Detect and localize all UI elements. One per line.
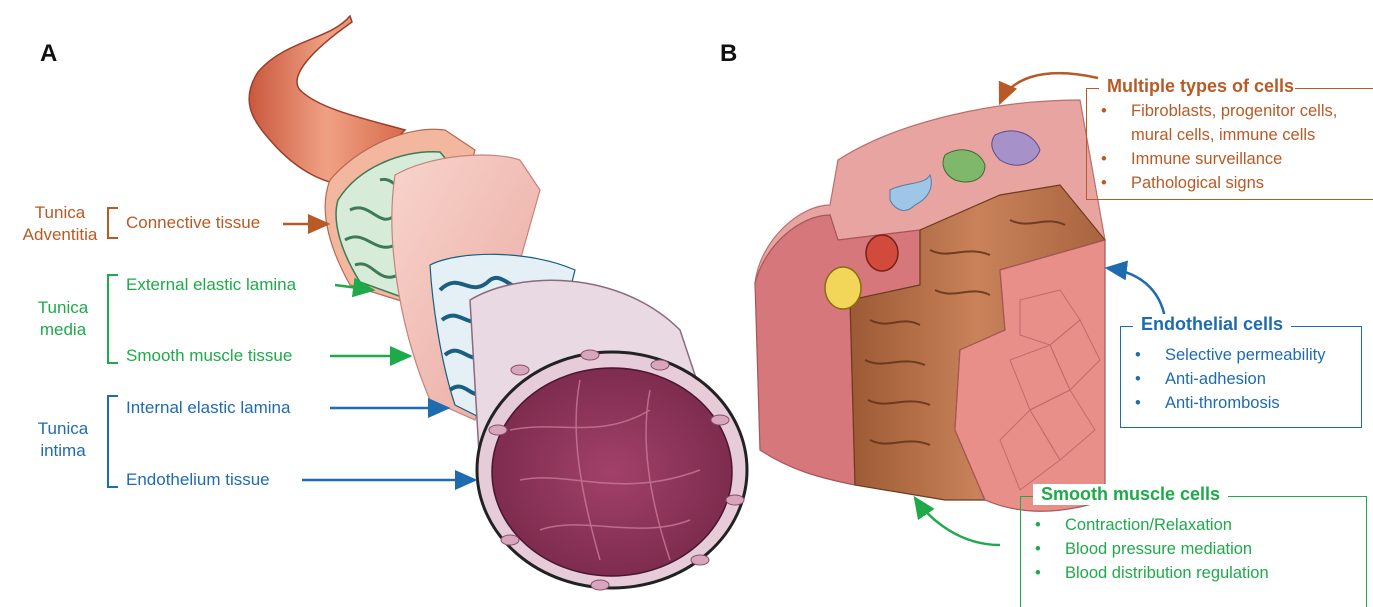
list-item: •Blood distribution regulation xyxy=(1021,561,1269,585)
arrow-multiple-cells xyxy=(1000,73,1098,103)
yellow-cell-section xyxy=(825,267,861,309)
list-item: •Immune surveillance xyxy=(1087,147,1337,171)
panel-a-letter: A xyxy=(40,40,57,68)
panel-b-letter: B xyxy=(720,40,737,68)
box-multiple-cell-types-title: Multiple types of cells xyxy=(1099,76,1302,97)
tissue-block-illustration xyxy=(755,100,1105,511)
box-smooth-muscle-cells-title: Smooth muscle cells xyxy=(1033,484,1228,505)
list-item: mural cells, immune cells xyxy=(1087,123,1337,147)
bracket-intima xyxy=(108,396,118,487)
bracket-adventitia xyxy=(108,208,118,238)
red-cell-section xyxy=(866,235,898,271)
label-external-elastic-lamina: External elastic lamina xyxy=(126,275,296,295)
list-item: •Anti-adhesion xyxy=(1121,367,1326,391)
box-endothelial-cells: Endothelial cells •Selective permeabilit… xyxy=(1120,326,1362,428)
layer-intima: Tunica intima xyxy=(28,418,98,462)
label-endothelium-tissue: Endothelium tissue xyxy=(126,470,270,490)
layer-media-line2: media xyxy=(28,319,98,341)
list-item: •Selective permeability xyxy=(1121,343,1326,367)
box-smooth-muscle-cells-list: •Contraction/Relaxation •Blood pressure … xyxy=(1021,513,1269,585)
list-item: •Contraction/Relaxation xyxy=(1021,513,1269,537)
layer-adventitia: Tunica Adventitia xyxy=(18,202,102,246)
list-item: •Pathological signs xyxy=(1087,171,1337,195)
label-smooth-muscle-tissue: Smooth muscle tissue xyxy=(126,346,292,366)
arrow-smooth-muscle xyxy=(915,498,1000,545)
box-endothelial-cells-list: •Selective permeability •Anti-adhesion •… xyxy=(1121,343,1326,415)
layer-intima-line1: Tunica xyxy=(28,418,98,440)
arrow-endothelial xyxy=(1107,268,1165,318)
label-connective-tissue: Connective tissue xyxy=(126,213,260,233)
box-multiple-cell-types-topline xyxy=(1295,88,1355,89)
vessel-illustration xyxy=(249,16,747,590)
list-item: •Anti-thrombosis xyxy=(1121,391,1326,415)
box-endothelial-cells-title: Endothelial cells xyxy=(1133,314,1291,335)
label-internal-elastic-lamina: Internal elastic lamina xyxy=(126,398,290,418)
layer-adventitia-line2: Adventitia xyxy=(18,224,102,246)
layer-intima-line2: intima xyxy=(28,440,98,462)
list-item: •Fibroblasts, progenitor cells, xyxy=(1087,99,1337,123)
layer-adventitia-line1: Tunica xyxy=(18,202,102,224)
box-multiple-cell-types-list: •Fibroblasts, progenitor cells, mural ce… xyxy=(1087,99,1337,195)
list-item: •Blood pressure mediation xyxy=(1021,537,1269,561)
bracket-media xyxy=(108,275,118,363)
layer-media-line1: Tunica xyxy=(28,297,98,319)
layer-media: Tunica media xyxy=(28,297,98,341)
box-smooth-muscle-cells: Smooth muscle cells •Contraction/Relaxat… xyxy=(1020,496,1367,607)
box-multiple-cell-types: Multiple types of cells •Fibroblasts, pr… xyxy=(1086,88,1373,200)
